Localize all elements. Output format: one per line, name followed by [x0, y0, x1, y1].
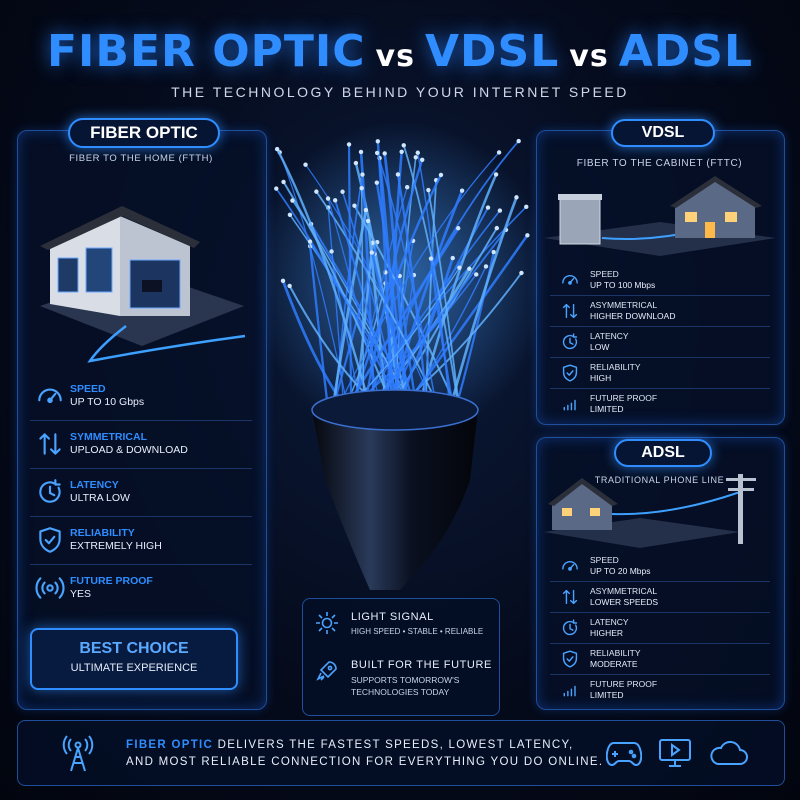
broadcast-tower-icon	[62, 735, 94, 772]
fiber-feature-value: EXTREMELY HIGH	[70, 540, 162, 552]
footer-line2: AND MOST RELIABLE CONNECTION FOR EVERYTH…	[126, 756, 604, 769]
footer-banner: FIBER OPTIC DELIVERS THE FASTEST SPEEDS,…	[17, 720, 785, 786]
speedometer-icon	[550, 270, 590, 290]
shield-check-icon	[30, 525, 70, 555]
vdsl-feature-label: RELIABILITY	[590, 361, 641, 372]
footer-line1: DELIVERS THE FASTEST SPEEDS, LOWEST LATE…	[213, 739, 574, 751]
adsl-subtitle: TRADITIONAL PHONE LINE	[594, 475, 725, 485]
title-vs-1: vs	[375, 39, 415, 74]
best-choice-badge: BEST CHOICE ULTIMATE EXPERIENCE	[30, 628, 238, 690]
up-down-arrows-icon	[30, 429, 70, 459]
light-signal-subtitle: HIGH SPEED • STABLE • RELIABLE	[351, 627, 484, 636]
adsl-feature-label: ASYMMETRICAL	[590, 585, 658, 596]
sun-light-icon	[316, 612, 338, 634]
footer-message: FIBER OPTIC DELIVERS THE FASTEST SPEEDS,…	[126, 737, 603, 772]
page-title: FIBER OPTIC vs VDSL vs ADSL	[0, 26, 800, 77]
fiber-feature-value: ULTRA LOW	[70, 492, 130, 504]
cloud-icon	[710, 740, 748, 765]
vdsl-feature-label: FUTURE PROOF	[590, 392, 658, 403]
speedometer-icon	[30, 381, 70, 411]
adsl-feature-label: SPEED	[590, 554, 619, 565]
tv-play-icon	[659, 739, 691, 767]
fiber-subtitle: FIBER TO THE HOME (FTTH)	[69, 153, 213, 164]
adsl-feature-value: UP TO 20 Mbps	[590, 565, 651, 576]
fiber-feature-value: UP TO 10 Gbps	[70, 396, 145, 408]
shield-check-icon	[550, 363, 590, 383]
broadcast-icon	[30, 573, 70, 603]
up-down-arrows-icon	[550, 301, 590, 321]
shield-check-icon	[550, 649, 590, 669]
clock-icon	[30, 477, 70, 507]
future-title: BUILT FOR THE FUTURE	[351, 659, 492, 671]
fiber-feature-label: FUTURE PROOF	[70, 574, 153, 587]
title-vs-2: vs	[569, 39, 609, 74]
adsl-house-pole-illustration	[544, 474, 756, 548]
up-down-arrows-icon	[550, 587, 590, 607]
vdsl-cabinet-house-illustration	[544, 176, 776, 256]
title-vdsl: VDSL	[424, 26, 560, 77]
title-adsl: ADSL	[618, 26, 754, 77]
best-choice-subtitle: ULTIMATE EXPERIENCE	[70, 662, 198, 674]
fiber-optic-heading: FIBER OPTIC	[68, 118, 220, 148]
vdsl-feature-label: SPEED	[590, 268, 619, 279]
vdsl-subtitle: FIBER TO THE CABINET (FTTC)	[576, 158, 743, 169]
vdsl-feature-value: LOW	[590, 341, 610, 352]
fiber-feature-label: SYMMETRICAL	[70, 430, 147, 443]
title-fiber-optic: FIBER OPTIC	[46, 26, 366, 77]
light-signal-title: LIGHT SIGNAL	[351, 611, 434, 623]
vdsl-feature-value: UP TO 100 Mbps	[590, 279, 656, 290]
rocket-icon	[316, 661, 337, 681]
vdsl-feature-value: HIGH	[590, 372, 612, 383]
gamepad-icon	[606, 742, 642, 767]
future-sub-line2: TECHNOLOGIES TODAY	[351, 687, 450, 697]
fiber-feature-value: UPLOAD & DOWNLOAD	[70, 444, 188, 456]
vdsl-feature-value: HIGHER DOWNLOAD	[590, 310, 676, 321]
vdsl-panel	[536, 130, 785, 425]
fiber-feature-label: SPEED	[70, 382, 106, 395]
vdsl-feature-value: LIMITED	[590, 403, 624, 414]
signal-bars-icon	[550, 394, 590, 414]
adsl-feature-label: FUTURE PROOF	[590, 678, 658, 689]
fiber-house-illustration	[40, 206, 246, 363]
page-subtitle: THE TECHNOLOGY BEHIND YOUR INTERNET SPEE…	[171, 84, 629, 100]
fiber-feature-label: LATENCY	[70, 478, 119, 491]
future-sub-line1: SUPPORTS TOMORROW'S	[351, 675, 460, 685]
center-info-box: LIGHT SIGNAL HIGH SPEED • STABLE • RELIA…	[302, 598, 500, 716]
clock-icon	[550, 618, 590, 638]
footer-highlight: FIBER OPTIC	[126, 739, 214, 751]
vdsl-feature-label: LATENCY	[590, 330, 629, 341]
best-choice-title: BEST CHOICE	[79, 640, 189, 657]
fiber-feature-label: RELIABILITY	[70, 526, 135, 539]
adsl-feature-label: RELIABILITY	[590, 647, 641, 658]
adsl-feature-value: HIGHER	[590, 627, 624, 638]
clock-icon	[550, 332, 590, 352]
vdsl-feature-label: ASYMMETRICAL	[590, 299, 658, 310]
speedometer-icon	[550, 556, 590, 576]
signal-bars-icon	[550, 680, 590, 700]
fiber-feature-value: YES	[70, 588, 92, 600]
adsl-feature-value: LOWER SPEEDS	[590, 596, 659, 607]
adsl-feature-value: MODERATE	[590, 658, 638, 669]
fiber-cable-illustration	[250, 120, 550, 590]
adsl-feature-label: LATENCY	[590, 616, 629, 627]
vdsl-heading: VDSL	[611, 119, 715, 147]
adsl-heading: ADSL	[614, 439, 712, 467]
adsl-feature-value: LIMITED	[590, 689, 624, 700]
